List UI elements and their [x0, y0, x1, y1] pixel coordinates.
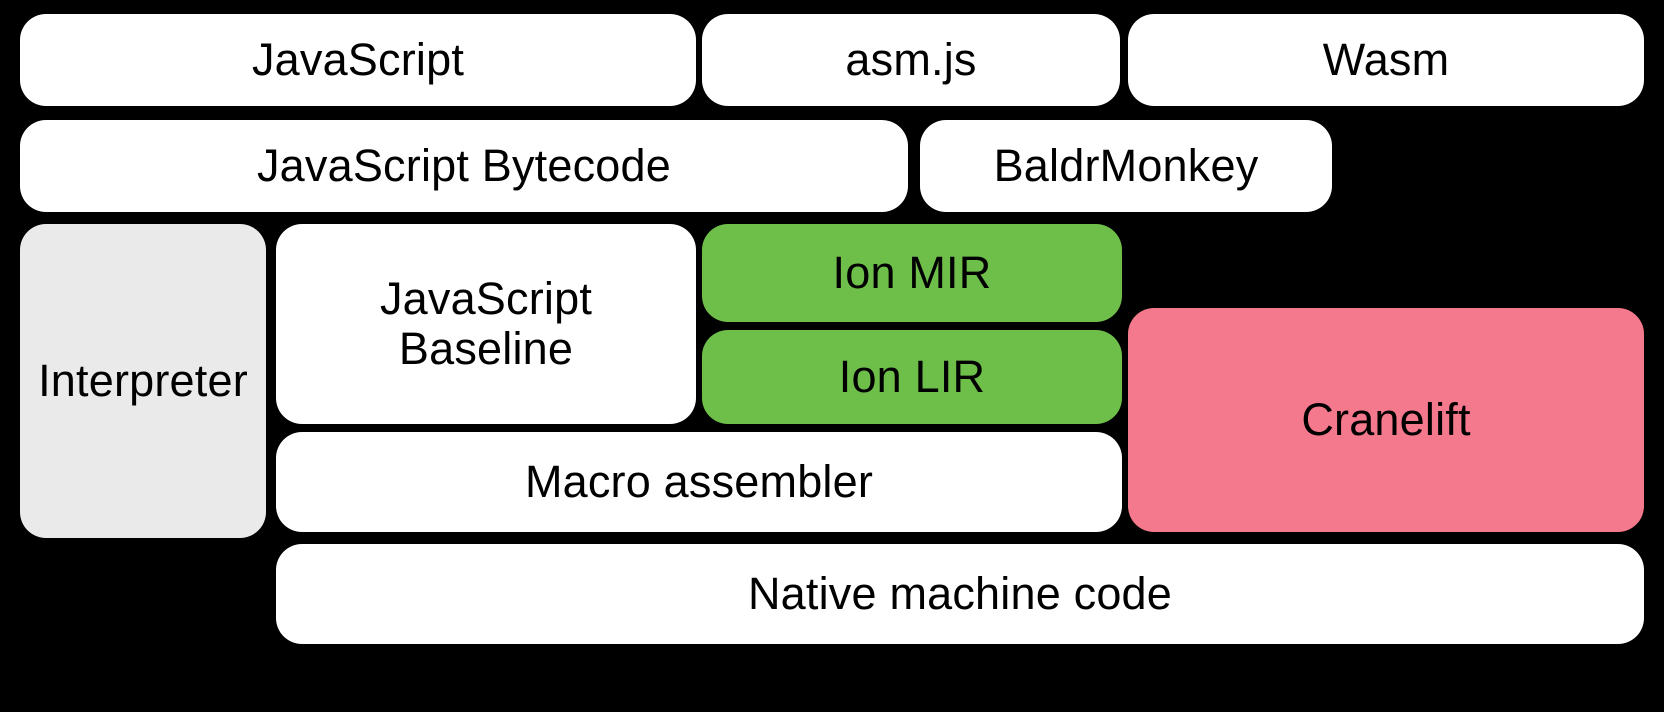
node-ion-lir[interactable]: Ion LIR	[702, 330, 1122, 424]
node-ion-mir[interactable]: Ion MIR	[702, 224, 1122, 322]
node-baldrmonkey[interactable]: BaldrMonkey	[920, 120, 1332, 212]
node-cranelift[interactable]: Cranelift	[1128, 308, 1644, 532]
node-javascript-bytecode[interactable]: JavaScript Bytecode	[20, 120, 908, 212]
node-asmjs[interactable]: asm.js	[702, 14, 1120, 106]
node-wasm[interactable]: Wasm	[1128, 14, 1644, 106]
node-macro-assembler[interactable]: Macro assembler	[276, 432, 1122, 532]
node-interpreter[interactable]: Interpreter	[20, 224, 266, 538]
node-javascript-baseline[interactable]: JavaScript Baseline	[276, 224, 696, 424]
node-native-machine-code[interactable]: Native machine code	[276, 544, 1644, 644]
node-javascript[interactable]: JavaScript	[20, 14, 696, 106]
